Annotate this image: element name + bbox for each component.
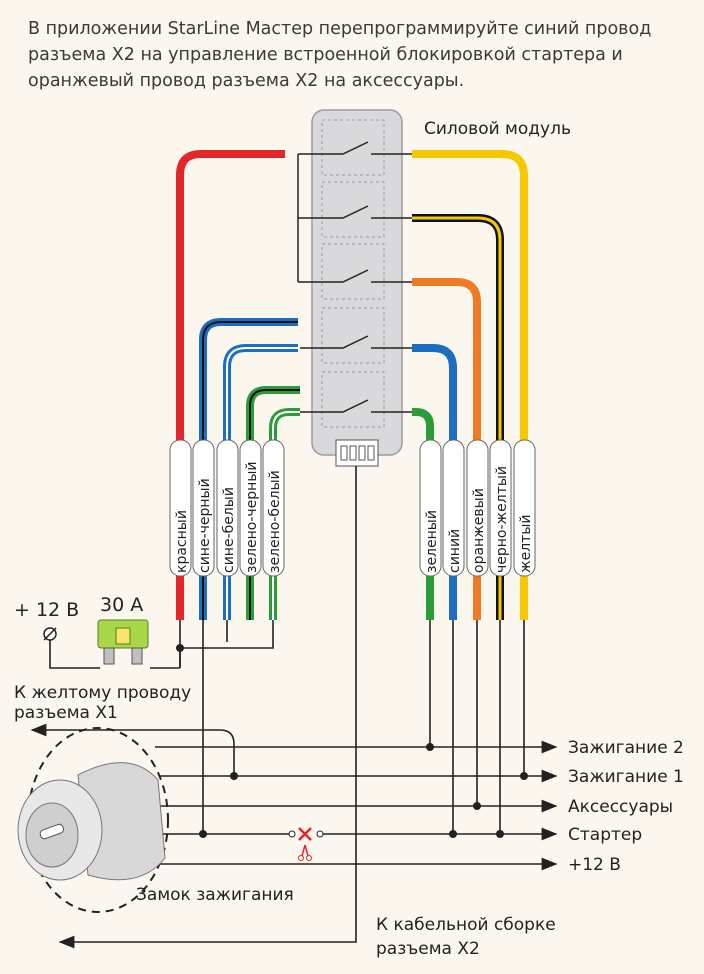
relay-switches bbox=[297, 141, 412, 413]
right-wire-labels: зеленый синий оранжевый черно-желтый жел… bbox=[419, 439, 536, 577]
label-blue: синий bbox=[447, 529, 463, 573]
left-wire-labels: красный сине-черный сине-белый зелено-че… bbox=[169, 439, 285, 577]
wire-red bbox=[176, 150, 285, 620]
label-yellow: желтый bbox=[518, 515, 534, 573]
junction-dots bbox=[176, 644, 528, 838]
label-green: зеленый bbox=[424, 510, 440, 573]
plus12-terminal-icon bbox=[43, 627, 57, 641]
right-wires bbox=[412, 150, 528, 620]
relay-slots bbox=[321, 119, 385, 428]
label-green-black: зелено-черный bbox=[244, 462, 260, 573]
plus12-label: + 12 В bbox=[14, 599, 79, 621]
left-wires bbox=[176, 150, 300, 620]
label-blue-black: сине-черный bbox=[197, 478, 213, 573]
output-ignition1: Зажигание 1 bbox=[568, 767, 684, 787]
wire-yellow bbox=[412, 150, 528, 620]
module-connector bbox=[335, 439, 379, 467]
fuse-icon bbox=[97, 619, 149, 665]
output-ignition2: Зажигание 2 bbox=[568, 738, 684, 758]
label-black-yellow: черно-желтый bbox=[494, 466, 510, 573]
to-x2-line2: разъема X2 bbox=[376, 939, 480, 959]
wire-green bbox=[412, 408, 434, 620]
wire-orange bbox=[412, 278, 481, 620]
label-orange: оранжевый bbox=[471, 488, 487, 573]
output-starter: Стартер bbox=[568, 825, 642, 845]
power-module-label: Силовой модуль bbox=[424, 119, 571, 139]
connection-lines bbox=[30, 466, 556, 949]
wire-blue bbox=[412, 344, 457, 620]
fuse-label: 30 А bbox=[100, 594, 143, 616]
cut-scissors-icon bbox=[298, 827, 312, 861]
label-red: красный bbox=[174, 510, 190, 573]
to-yellow-x1-line1: К желтому проводу bbox=[14, 683, 191, 703]
output-accessories: Аксессуары bbox=[568, 797, 673, 817]
ignition-lock-label: Замок зажигания bbox=[136, 885, 294, 905]
instruction-text: В приложении StarLine Мастер перепрограм… bbox=[28, 19, 652, 91]
ignition-lock-icon bbox=[17, 727, 169, 913]
label-green-white: зелено-белый bbox=[267, 470, 283, 573]
to-x2-line1: К кабельной сборке bbox=[376, 915, 556, 935]
label-blue-white: сине-белый bbox=[221, 487, 237, 573]
to-yellow-x1-line2: разъема X1 bbox=[14, 703, 118, 723]
output-plus12: +12 В bbox=[568, 855, 621, 875]
